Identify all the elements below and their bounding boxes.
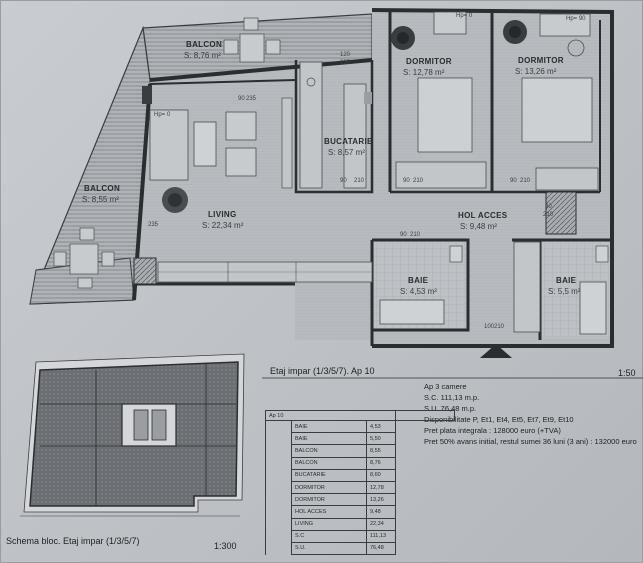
area-table-header: Ap 10: [265, 410, 396, 421]
dim-100: 100: [484, 324, 495, 330]
dim-80: 80: [545, 204, 552, 210]
dim-210f: 210: [494, 324, 505, 330]
info-price-installments: Pret 50% avans initial, restul sumei 36 …: [424, 437, 637, 446]
baie2-name: BAIE: [556, 276, 577, 285]
baie1-area-text: S: 4,53 m²: [400, 287, 437, 296]
bucatarie-name: BUCATARIE: [324, 137, 373, 146]
dim-hp0-top: Hp= 0: [456, 13, 473, 19]
dim-90b: 90: [340, 178, 347, 184]
dim-210d: 210: [543, 212, 554, 218]
balcon-top-area-text: S: 8,76 m²: [184, 51, 221, 60]
plan-scale: 1:50: [618, 368, 636, 378]
dormitor1-name: DORMITOR: [406, 57, 452, 66]
dormitor2-name: DORMITOR: [518, 56, 564, 65]
dormitor1-area-text: S: 12,78 m²: [403, 68, 445, 77]
info-su: S.U. 76,48 m.p.: [424, 404, 477, 413]
info-price-full: Pret plata integrala : 128000 euro (+TVA…: [424, 426, 561, 435]
dim-235c: 235: [148, 222, 159, 228]
balcon-top-name: BALCON: [186, 40, 223, 49]
dim-210a: 210: [354, 178, 365, 184]
dim-hp0-left: Hp= 0: [154, 112, 171, 118]
dim-235b: 235: [246, 96, 257, 102]
bucatarie-area-text: S: 8,57 m²: [328, 148, 365, 157]
hol-name: HOL ACCES: [458, 211, 508, 220]
info-rooms: Ap 3 camere: [424, 382, 467, 391]
schema-scale: 1:300: [214, 541, 237, 551]
balcon-left-area-text: S: 8,55 m²: [82, 195, 119, 204]
dim-120: 120: [340, 52, 351, 58]
dim-90a: 90: [238, 96, 245, 102]
sheet-title: Etaj impar (1/3/5/7). Ap 10: [270, 366, 375, 376]
table-row: S.U.76,48: [265, 541, 455, 556]
balcon-left-name: BALCON: [84, 184, 121, 193]
dim-210b: 210: [413, 178, 424, 184]
dim-210c: 210: [520, 178, 531, 184]
baie2-area-text: S: 5,5 m²: [548, 287, 581, 296]
dim-90d: 90: [510, 178, 517, 184]
hol-area-text: S: 9,48 m²: [460, 222, 497, 231]
schema-caption: Schema bloc. Etaj impar (1/3/5/7): [6, 536, 140, 546]
baie1-name: BAIE: [408, 276, 429, 285]
info-availability: Disponibilitate P, Et1, Et4, Et5, Et7, E…: [424, 415, 574, 424]
living-name: LIVING: [208, 210, 237, 219]
dim-hp90-top: Hp= 90: [566, 16, 586, 22]
living-area-text: S: 22,34 m²: [202, 221, 244, 230]
dormitor2-area-text: S: 13,26 m²: [515, 67, 557, 76]
dim-90e: 90: [400, 232, 407, 238]
info-sc: S.C. 111,13 m.p.: [424, 393, 480, 402]
dim-90c: 90: [403, 178, 410, 184]
dim-235a: 235: [340, 60, 351, 66]
dim-210e: 210: [410, 232, 421, 238]
